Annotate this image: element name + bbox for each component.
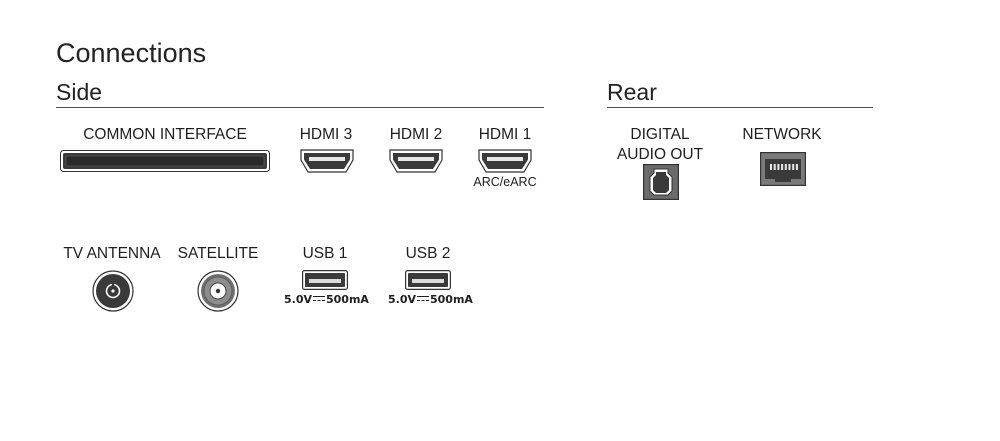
usb1-label: USB 1 xyxy=(302,245,348,262)
satellite-f-connector-icon xyxy=(197,270,239,312)
usb-a-port-icon xyxy=(302,270,348,290)
hdmi-port-icon xyxy=(477,148,533,174)
tv-antenna-label: TV ANTENNA xyxy=(63,245,161,262)
ethernet-port-icon xyxy=(760,152,806,186)
network-label: NETWORK xyxy=(742,126,822,143)
common-interface-label: COMMON INTERFACE xyxy=(83,126,247,143)
section-side-heading: Side xyxy=(56,79,103,105)
hdmi-port-icon xyxy=(388,148,444,174)
section-side-rule xyxy=(56,107,544,108)
hdmi1-label: HDMI 1 xyxy=(478,126,532,143)
dc-symbol-icon xyxy=(313,296,325,301)
ci-slot-icon xyxy=(60,150,270,172)
dc-symbol-icon xyxy=(417,296,429,301)
section-rear-rule xyxy=(607,107,873,108)
section-rear-heading: Rear xyxy=(607,79,657,105)
hdmi2-label: HDMI 2 xyxy=(389,126,443,143)
usb-a-port-icon xyxy=(405,270,451,290)
hdmi3-label: HDMI 3 xyxy=(299,126,353,143)
usb2-label: USB 2 xyxy=(405,245,451,262)
coax-antenna-icon xyxy=(92,270,134,312)
optical-port-icon xyxy=(643,164,679,200)
satellite-label: SATELLITE xyxy=(177,245,259,262)
page-title: Connections xyxy=(56,38,207,68)
hdmi1-arc-note: ARC/eARC xyxy=(473,175,537,189)
hdmi-port-icon xyxy=(299,148,355,174)
digital-audio-out-label-line1: DIGITAL xyxy=(630,126,690,143)
digital-audio-out-label-line2: AUDIO OUT xyxy=(616,146,704,163)
